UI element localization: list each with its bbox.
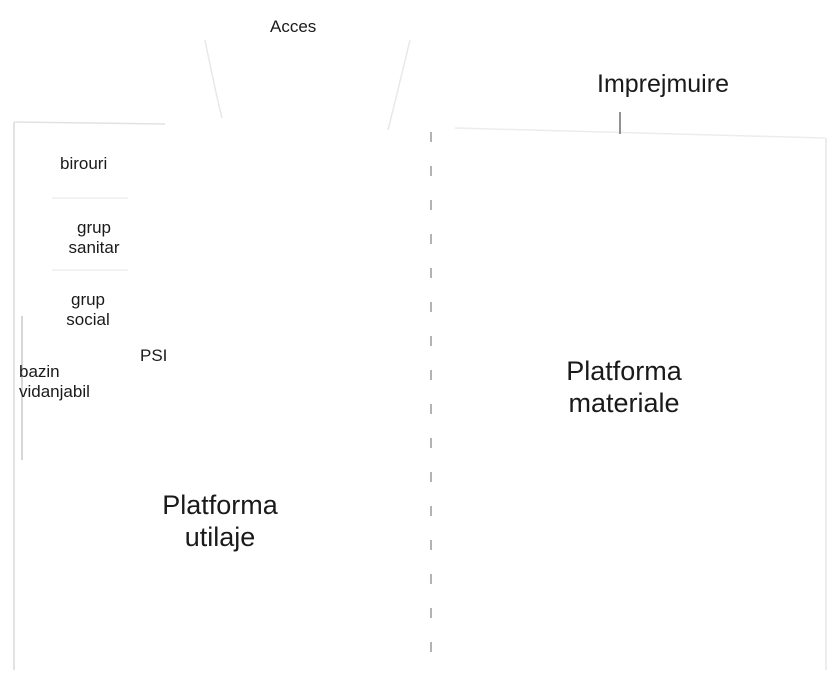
top-right-boundary-line bbox=[454, 127, 826, 139]
birouri-label: birouri bbox=[60, 154, 108, 173]
grup-sanitar-label: grup sanitar bbox=[68, 218, 120, 257]
top-left-boundary-line bbox=[13, 121, 166, 125]
platforma-utilaje-label: Platforma utilaje bbox=[162, 490, 278, 552]
platforma-materiale-label: Platforma materiale bbox=[566, 356, 682, 418]
grup-social-label: grup social bbox=[66, 290, 110, 329]
acces-label: Acces bbox=[270, 17, 317, 36]
bazin-vidanjabil-label: bazin vidanjabil bbox=[19, 362, 90, 401]
access-road-right-curve bbox=[387, 39, 411, 131]
imprejmuire-label: Imprejmuire bbox=[597, 70, 729, 98]
access-road-left-curve bbox=[204, 39, 223, 119]
psi-label: PSI bbox=[140, 346, 168, 365]
